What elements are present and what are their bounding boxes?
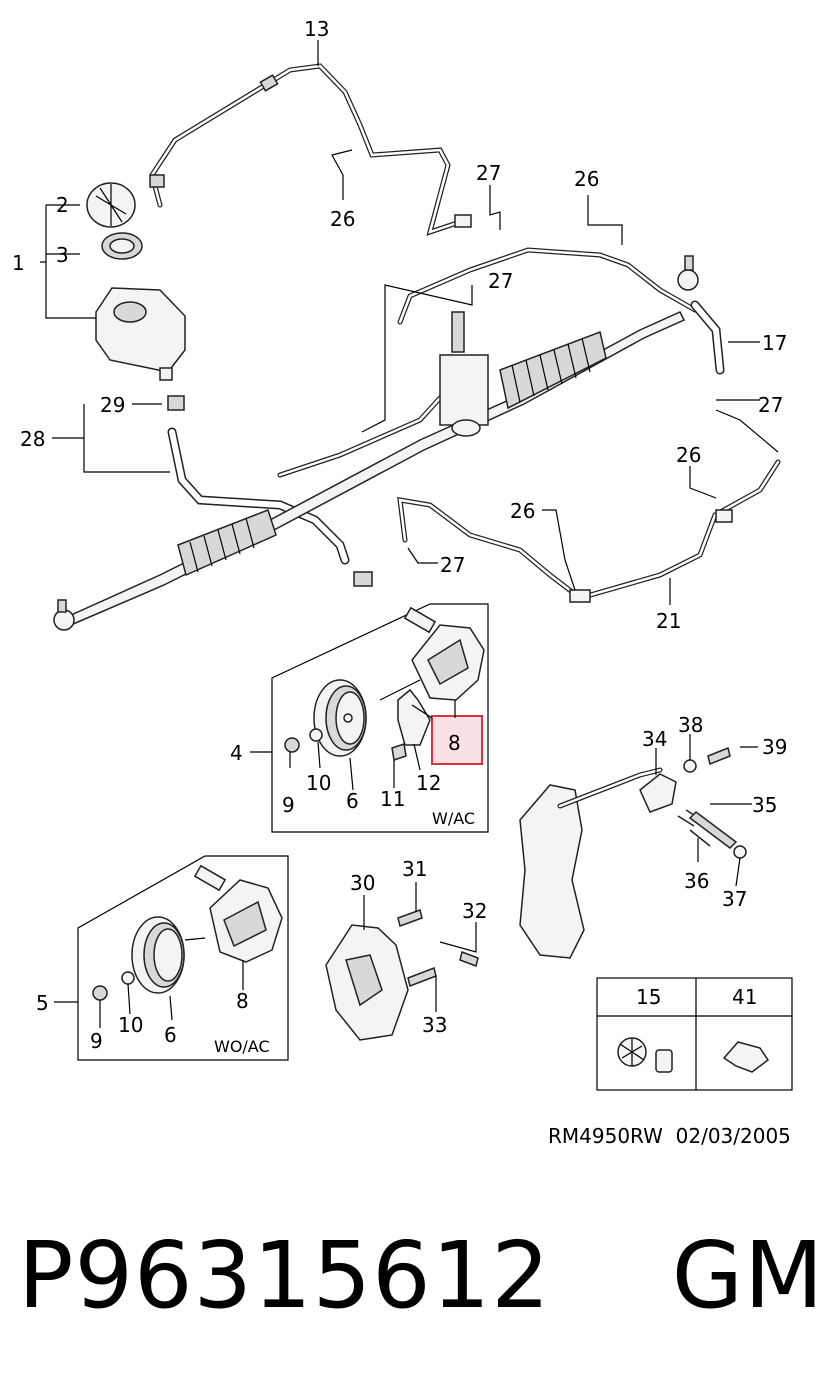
part-41-clip — [722, 1041, 770, 1073]
legend-header-41: 41 — [732, 985, 757, 1009]
hose-17 — [690, 300, 725, 375]
callout-2: 2 — [56, 193, 69, 217]
callout-29: 29 — [100, 393, 125, 417]
diagram-reference: RM4950RW 02/03/2005 — [548, 1124, 791, 1148]
callout-9-with-ac: 9 — [282, 793, 295, 817]
engine-mount — [519, 784, 585, 959]
callout-26-top: 26 — [330, 207, 355, 231]
callout-26-center: 26 — [510, 499, 535, 523]
callout-34: 34 — [642, 727, 667, 751]
callout-21: 21 — [656, 609, 681, 633]
callout-27-right: 27 — [758, 393, 783, 417]
callout-39: 39 — [762, 735, 787, 759]
leader-lines — [40, 40, 779, 1028]
callout-8-highlighted: 8 — [448, 731, 461, 755]
callout-6-with-ac: 6 — [346, 789, 359, 813]
callout-30: 30 — [350, 871, 375, 895]
callout-35: 35 — [752, 793, 777, 817]
callout-4: 4 — [230, 741, 243, 765]
callout-1: 1 — [12, 251, 25, 275]
callout-12: 12 — [416, 771, 441, 795]
callout-10-without-ac: 10 — [118, 1013, 143, 1037]
callout-33: 33 — [422, 1013, 447, 1037]
callout-27-top: 27 — [476, 161, 501, 185]
hose-28 — [167, 395, 373, 587]
legend-header-15: 15 — [636, 985, 661, 1009]
bracket-34 — [639, 773, 677, 813]
with-ac-box: W/AC — [271, 603, 489, 833]
callout-28: 28 — [20, 427, 45, 451]
part-number-title: P96315612 GM — [18, 1222, 825, 1329]
callout-27-middle: 27 — [488, 269, 513, 293]
without-ac-label: WO/AC — [214, 1037, 270, 1056]
callout-3: 3 — [56, 243, 69, 267]
pressure-pipe — [277, 247, 698, 478]
return-pipe-13 — [149, 63, 472, 236]
callout-6-without-ac: 6 — [164, 1023, 177, 1047]
callout-32: 32 — [462, 899, 487, 923]
without-ac-box: WO/AC — [77, 855, 289, 1061]
legend-table: 15 41 — [596, 977, 793, 1091]
callout-11: 11 — [380, 787, 405, 811]
highlight-box-8 — [431, 715, 483, 765]
with-ac-label: W/AC — [432, 809, 475, 828]
callout-10-with-ac: 10 — [306, 771, 331, 795]
callout-17: 17 — [762, 331, 787, 355]
reservoir-body — [95, 287, 186, 373]
callout-38: 38 — [678, 713, 703, 737]
callout-26-right-top: 26 — [574, 167, 599, 191]
callout-27-lower: 27 — [440, 553, 465, 577]
hose-21 — [397, 459, 781, 603]
engine-bracket-group — [519, 746, 747, 959]
callouts: 13 2 3 1 26 27 26 27 17 27 29 28 26 26 2… — [12, 17, 787, 1053]
callout-37: 37 — [722, 887, 747, 911]
callout-36: 36 — [684, 869, 709, 893]
callout-8-without-ac: 8 — [236, 989, 249, 1013]
bracket-12 — [397, 688, 431, 746]
reservoir-assembly — [86, 182, 186, 381]
callout-13: 13 — [304, 17, 329, 41]
callout-5: 5 — [36, 991, 49, 1015]
bracket-30-group — [325, 909, 479, 1041]
callout-9-without-ac: 9 — [90, 1029, 103, 1053]
steering-gear — [53, 255, 699, 631]
callout-26-right-mid: 26 — [676, 443, 701, 467]
callout-31: 31 — [402, 857, 427, 881]
